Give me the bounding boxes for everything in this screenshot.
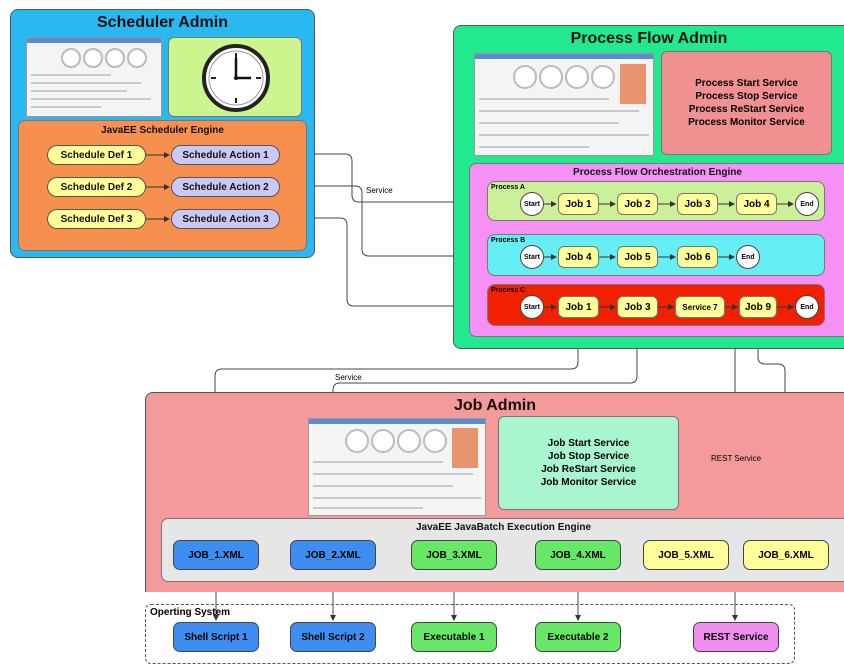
edge-job9-to-job6xml — [757, 318, 788, 539]
rest-service-box[interactable]: REST Service — [693, 622, 779, 652]
job-5-xml[interactable]: JOB_5.XML — [643, 540, 729, 570]
schedule-action-2[interactable]: Schedule Action 2 — [171, 177, 280, 197]
schedule-def-2[interactable]: Schedule Def 2 — [47, 177, 146, 197]
process-a-step-2[interactable]: Job 2 — [617, 193, 658, 215]
operating-system-title: Operting System — [150, 607, 231, 618]
scheduler-screenshot-thumbnail — [26, 37, 162, 117]
job-3-xml[interactable]: JOB_3.XML — [411, 540, 497, 570]
edge-job3-to-job2xml — [330, 318, 638, 539]
job-1-xml[interactable]: JOB_1.XML — [173, 540, 259, 570]
process-a-step-1[interactable]: Job 1 — [558, 193, 599, 215]
process-c-end[interactable]: End — [795, 295, 819, 319]
executable-1[interactable]: Executable 1 — [411, 622, 497, 652]
job-services-box: Job Start Service Job Stop Service Job R… — [498, 416, 679, 510]
process-c-step-4[interactable]: Job 9 — [739, 296, 777, 318]
def-to-action-arrows — [146, 152, 170, 222]
job-admin-title: Job Admin — [453, 397, 537, 414]
schedule-def-3[interactable]: Schedule Def 3 — [47, 209, 146, 229]
schedule-action-1[interactable]: Schedule Action 1 — [171, 145, 280, 165]
process-a-step-4[interactable]: Job 4 — [736, 193, 777, 215]
process-flow-screenshot-thumbnail — [474, 53, 654, 156]
javabatch-engine-box: JavaEE JavaBatch Execution Engine — [161, 518, 844, 582]
process-stop-service[interactable]: Process Stop Service — [695, 91, 798, 102]
process-c-step-1[interactable]: Job 1 — [558, 296, 599, 318]
process-b-step-2[interactable]: Job 5 — [617, 246, 658, 268]
edge-label-service-2: Service — [333, 373, 364, 382]
process-b-start[interactable]: Start — [520, 245, 544, 269]
orchestration-engine-title: Process Flow Orchestration Engine — [573, 167, 742, 178]
scheduler-engine-title: JavaEE Scheduler Engine — [101, 125, 224, 136]
process-b-step-1[interactable]: Job 4 — [558, 246, 599, 268]
process-c-label: Process C — [491, 287, 526, 294]
process-a-end[interactable]: End — [795, 192, 819, 216]
process-c-start[interactable]: Start — [520, 295, 544, 319]
edge-action1-to-process-a — [279, 153, 486, 205]
process-c-step-3[interactable]: Service 7 — [675, 296, 725, 318]
clock-box — [168, 37, 302, 117]
scheduler-admin-title: Scheduler Admin — [97, 14, 228, 31]
process-services-box: Process Start Service Process Stop Servi… — [661, 51, 832, 155]
job-admin-screenshot-thumbnail — [308, 418, 486, 516]
process-a-label: Process A — [491, 184, 525, 191]
process-restart-service[interactable]: Process ReStart Service — [688, 104, 805, 115]
edge-action2-to-process-b — [279, 185, 486, 259]
job-4-xml[interactable]: JOB_4.XML — [535, 540, 621, 570]
process-b-label: Process B — [491, 237, 526, 244]
process-b-step-3[interactable]: Job 6 — [677, 246, 718, 268]
process-flow-admin-title: Process Flow Admin — [570, 30, 728, 47]
shell-script-1[interactable]: Shell Script 1 — [173, 622, 259, 652]
process-monitor-service[interactable]: Process Monitor Service — [688, 117, 805, 128]
job-restart-service[interactable]: Job ReStart Service — [541, 464, 636, 475]
edge-action3-to-process-c — [279, 217, 486, 309]
process-b-end[interactable]: End — [736, 245, 760, 269]
job-monitor-service[interactable]: Job Monitor Service — [540, 477, 637, 488]
job-stop-service[interactable]: Job Stop Service — [547, 451, 630, 462]
job-start-service[interactable]: Job Start Service — [547, 438, 630, 449]
schedule-action-3[interactable]: Schedule Action 3 — [171, 209, 280, 229]
shell-script-2[interactable]: Shell Script 2 — [290, 622, 376, 652]
edge-label-rest-service: REST Service — [709, 454, 764, 463]
schedule-def-1[interactable]: Schedule Def 1 — [47, 145, 146, 165]
process-a-start[interactable]: Start — [520, 192, 544, 216]
edge-label-service-1: Service — [366, 186, 393, 195]
edge-job1-to-job1xml — [212, 318, 579, 539]
process-c-step-2[interactable]: Job 3 — [617, 296, 658, 318]
job-2-xml[interactable]: JOB_2.XML — [290, 540, 376, 570]
javabatch-engine-title: JavaEE JavaBatch Execution Engine — [415, 522, 592, 533]
job-6-xml[interactable]: JOB_6.XML — [743, 540, 829, 570]
executable-2[interactable]: Executable 2 — [535, 622, 621, 652]
process-a-step-3[interactable]: Job 3 — [677, 193, 718, 215]
clock-icon — [202, 44, 270, 112]
scheduler-admin-panel: Scheduler Admin JavaEE Scheduler Engine … — [10, 9, 315, 258]
process-start-service[interactable]: Process Start Service — [695, 78, 798, 89]
